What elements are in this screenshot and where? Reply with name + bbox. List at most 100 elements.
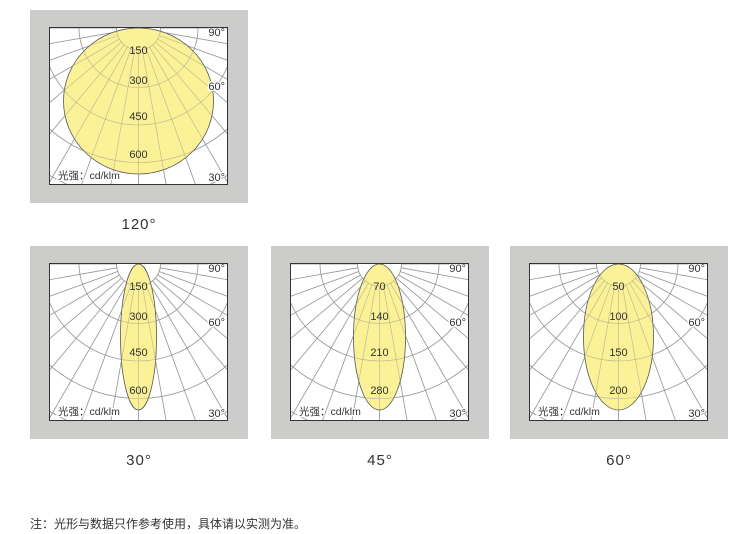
ring-gridline bbox=[50, 66, 227, 126]
radial-gridline bbox=[383, 285, 408, 420]
radial-gridline bbox=[110, 285, 135, 420]
ring-gridline bbox=[357, 264, 402, 287]
radial-gridline bbox=[155, 41, 227, 103]
angle-label: 90° bbox=[449, 264, 466, 275]
radial-gridline bbox=[530, 274, 600, 316]
radial-gridline bbox=[322, 284, 373, 420]
radial-gridline bbox=[155, 277, 227, 339]
ring-gridline bbox=[291, 364, 468, 399]
radial-gridline bbox=[81, 48, 132, 184]
panel-45: 70 140 210 280 90° 60° 30° 光强：cd/klm bbox=[271, 246, 489, 439]
radial-gridline bbox=[159, 35, 227, 61]
caption-30: 30° bbox=[126, 452, 152, 469]
ring-value-label: 300 bbox=[129, 311, 147, 323]
radial-gridline bbox=[50, 277, 122, 339]
unit-label: 光强：cd/klm bbox=[58, 405, 120, 418]
radial-gridline bbox=[160, 267, 227, 280]
angle-label: 60° bbox=[208, 317, 225, 329]
radial-gridline bbox=[291, 274, 361, 316]
ring-value-label: 600 bbox=[129, 149, 147, 161]
angle-label: 90° bbox=[208, 264, 225, 275]
angle-label: 30° bbox=[208, 172, 225, 184]
radial-gridline bbox=[50, 274, 120, 316]
ring-gridline bbox=[530, 364, 707, 399]
ring-gridline bbox=[319, 264, 440, 324]
ring-value-label: 140 bbox=[370, 311, 388, 323]
radial-gridline bbox=[50, 282, 128, 418]
angle-label: 60° bbox=[449, 317, 466, 329]
radial-gridline bbox=[530, 271, 598, 297]
radial-gridline bbox=[393, 280, 468, 370]
radial-gridline bbox=[50, 280, 125, 370]
angle-label: 90° bbox=[688, 264, 705, 275]
ring-gridline bbox=[116, 28, 161, 51]
radial-gridline bbox=[291, 280, 366, 370]
angle-label: 90° bbox=[208, 28, 225, 39]
radial-gridline bbox=[632, 280, 707, 370]
ring-value-label: 70 bbox=[373, 281, 385, 293]
radial-gridline bbox=[157, 274, 227, 316]
radial-gridline bbox=[152, 280, 227, 370]
radial-gridline bbox=[142, 49, 167, 184]
radial-gridline bbox=[640, 267, 707, 280]
ring-value-label: 210 bbox=[370, 347, 388, 359]
radial-gridline bbox=[291, 267, 358, 280]
radial-gridline bbox=[635, 277, 707, 339]
radial-gridline bbox=[622, 285, 647, 420]
unit-label: 光强：cd/klm bbox=[299, 405, 361, 418]
radial-gridline bbox=[561, 284, 612, 420]
ring-value-label: 450 bbox=[129, 111, 147, 123]
ring-gridline bbox=[116, 264, 161, 287]
radial-gridline bbox=[50, 271, 118, 297]
ring-value-label: 100 bbox=[609, 311, 627, 323]
radial-gridline bbox=[50, 35, 118, 61]
radial-gridline bbox=[50, 271, 118, 297]
caption-60: 60° bbox=[606, 452, 632, 469]
radial-gridline bbox=[149, 46, 227, 182]
ring-value-label: 450 bbox=[129, 347, 147, 359]
radial-gridline bbox=[590, 285, 615, 420]
radial-gridline bbox=[637, 274, 707, 316]
radial-gridline bbox=[50, 46, 128, 182]
ring-gridline bbox=[558, 264, 679, 324]
ring-gridline bbox=[50, 302, 227, 362]
radial-gridline bbox=[157, 38, 227, 80]
radial-gridline bbox=[145, 284, 196, 420]
ring-value-label: 150 bbox=[129, 281, 147, 293]
radial-gridline bbox=[50, 31, 117, 44]
radial-gridline bbox=[530, 267, 597, 280]
ring-gridline bbox=[78, 264, 199, 324]
radial-gridline bbox=[390, 282, 468, 418]
radial-gridline bbox=[149, 282, 227, 418]
angle-label: 60° bbox=[208, 81, 225, 93]
ring-gridline bbox=[50, 364, 227, 399]
ring-value-label: 150 bbox=[129, 45, 147, 57]
ring-value-label: 200 bbox=[609, 385, 627, 397]
caption-45: 45° bbox=[367, 452, 393, 469]
radial-gridline bbox=[145, 48, 196, 184]
radial-gridline bbox=[159, 271, 227, 297]
caption-120: 120° bbox=[121, 216, 157, 233]
radial-gridline bbox=[152, 280, 227, 371]
angle-label: 30° bbox=[449, 408, 466, 420]
ring-gridline bbox=[291, 302, 468, 362]
angle-label: 30° bbox=[208, 408, 225, 420]
radial-gridline bbox=[145, 284, 196, 420]
radial-gridline bbox=[142, 285, 167, 420]
polar-diagram: 70 140 210 280 90° 60° 30° 光强：cd/klm bbox=[290, 263, 469, 421]
radial-gridline bbox=[81, 284, 132, 420]
radial-gridline bbox=[291, 282, 369, 418]
ring-gridline bbox=[50, 128, 227, 163]
polar-grid-svg: 70 140 210 280 90° 60° 30° 光强：cd/klm bbox=[291, 264, 468, 420]
radial-gridline bbox=[152, 44, 227, 134]
radial-gridline bbox=[291, 271, 359, 297]
radial-gridline bbox=[81, 284, 132, 420]
ring-value-label: 280 bbox=[370, 385, 388, 397]
radial-gridline bbox=[396, 277, 468, 339]
